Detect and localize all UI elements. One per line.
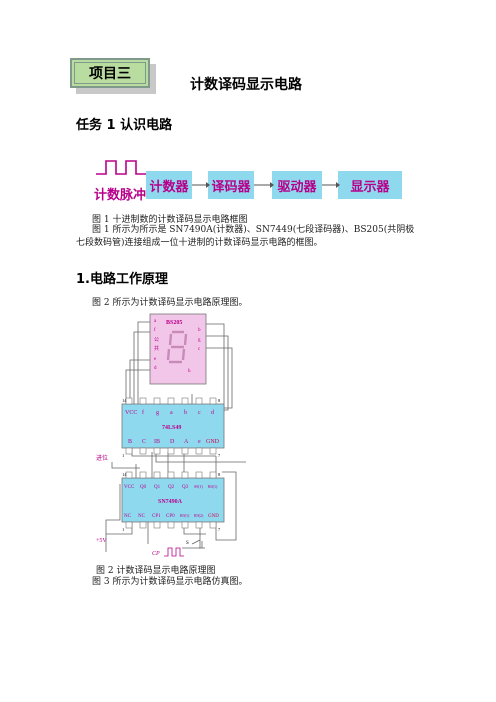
svg-text:d: d (154, 366, 157, 371)
display-chip (149, 313, 207, 385)
svg-text:B: B (128, 439, 132, 445)
task-heading: 任务 1 认识电路 (76, 118, 173, 133)
svg-text:公: 公 (154, 337, 159, 343)
svg-text:f: f (154, 328, 156, 333)
carry-label: 进位 (96, 454, 108, 462)
figure1-caption: 图 1 十进制数的计数译码显示电路框图 (92, 215, 248, 225)
svg-text:8: 8 (218, 472, 221, 477)
section-heading: 1.电路工作原理 (76, 272, 168, 287)
svg-text:R0(1): R0(1) (208, 484, 218, 489)
svg-text:NC: NC (124, 514, 132, 519)
svg-text:8: 8 (218, 398, 221, 403)
svg-text:14: 14 (122, 472, 127, 477)
svg-text:VCC: VCC (124, 485, 135, 490)
svg-text:CP0: CP0 (166, 514, 175, 519)
pulse-waveform-icon (96, 160, 146, 175)
page-title: 计数译码显示电路 (190, 77, 302, 93)
svg-text:Q3: Q3 (182, 485, 189, 490)
svg-text:1: 1 (122, 453, 124, 458)
paragraph-2: 图 2 所示为计数译码显示电路原理图。 (92, 298, 248, 308)
svg-text:Q2: Q2 (168, 485, 175, 490)
clock-pulse-icon (164, 547, 184, 557)
seven-segment-digit-icon (166, 330, 188, 364)
svg-text:g: g (198, 338, 201, 343)
svg-text:共: 共 (154, 345, 159, 352)
svg-text:Q1: Q1 (154, 485, 161, 490)
svg-text:e: e (198, 439, 201, 445)
circuit-schematic: BS205 a f 公 共 e d b g c h 14 8 1 7 VCC f… (96, 313, 246, 557)
decoder-chip (121, 403, 225, 449)
svg-text:R9(1): R9(1) (180, 513, 190, 518)
svg-text:h: h (188, 369, 191, 374)
clock-label: CP (152, 551, 160, 557)
svg-text:GND: GND (208, 514, 219, 519)
svg-text:VCC: VCC (125, 410, 137, 416)
counter-chip (121, 477, 225, 523)
svg-text:14: 14 (122, 398, 127, 403)
svg-text:NC: NC (138, 514, 146, 519)
svg-text:7: 7 (218, 453, 221, 458)
svg-text:g: g (156, 410, 159, 416)
svg-text:a: a (170, 410, 173, 416)
svg-text:Q0: Q0 (140, 485, 147, 490)
svg-text:7: 7 (218, 527, 221, 532)
switch-label: S (186, 541, 189, 546)
svg-text:b: b (198, 328, 201, 333)
svg-text:GND: GND (206, 439, 220, 445)
svg-text:a: a (154, 319, 157, 324)
svg-text:S9(1): S9(1) (194, 484, 204, 489)
svg-text:d: d (211, 410, 214, 416)
svg-text:IB: IB (154, 439, 160, 445)
svg-text:D: D (170, 439, 175, 445)
decoder-block: 译码器 (208, 171, 254, 199)
paragraph-1: 图 1 所示为所示是 SN7490A(计数器)、SN7449(七段译码器)、BS… (76, 225, 415, 248)
svg-text:c: c (198, 347, 201, 352)
driver-block: 驱动器 (272, 171, 322, 199)
pulse-input-label: 计数脉冲 (94, 188, 147, 203)
counter-chip-name: SN7490A (158, 499, 183, 505)
svg-text:C: C (142, 439, 146, 445)
svg-text:CP1: CP1 (152, 514, 161, 519)
figure2-caption: 图 2 计数译码显示电路原理图 (96, 566, 216, 576)
svg-text:c: c (198, 410, 201, 416)
svg-text:f: f (142, 409, 144, 416)
svg-text:R9(2): R9(2) (194, 513, 204, 518)
paragraph-3: 图 3 所示为计数译码显示电路仿真图。 (92, 577, 248, 587)
supply-label: +5V (96, 538, 107, 544)
project-badge-label: 项目三 (89, 66, 131, 82)
decoder-chip-name: 74LS49 (162, 425, 181, 431)
display-block: 显示器 (338, 171, 402, 199)
svg-text:A: A (184, 439, 189, 445)
svg-text:b: b (184, 410, 187, 416)
counter-block: 计数器 (146, 171, 192, 199)
svg-text:1: 1 (122, 527, 124, 532)
switch-icon (191, 539, 205, 549)
display-chip-name: BS205 (166, 320, 182, 326)
project-badge: 项目三 (70, 58, 158, 96)
block-arrows (192, 182, 340, 188)
svg-text:e: e (154, 357, 157, 362)
